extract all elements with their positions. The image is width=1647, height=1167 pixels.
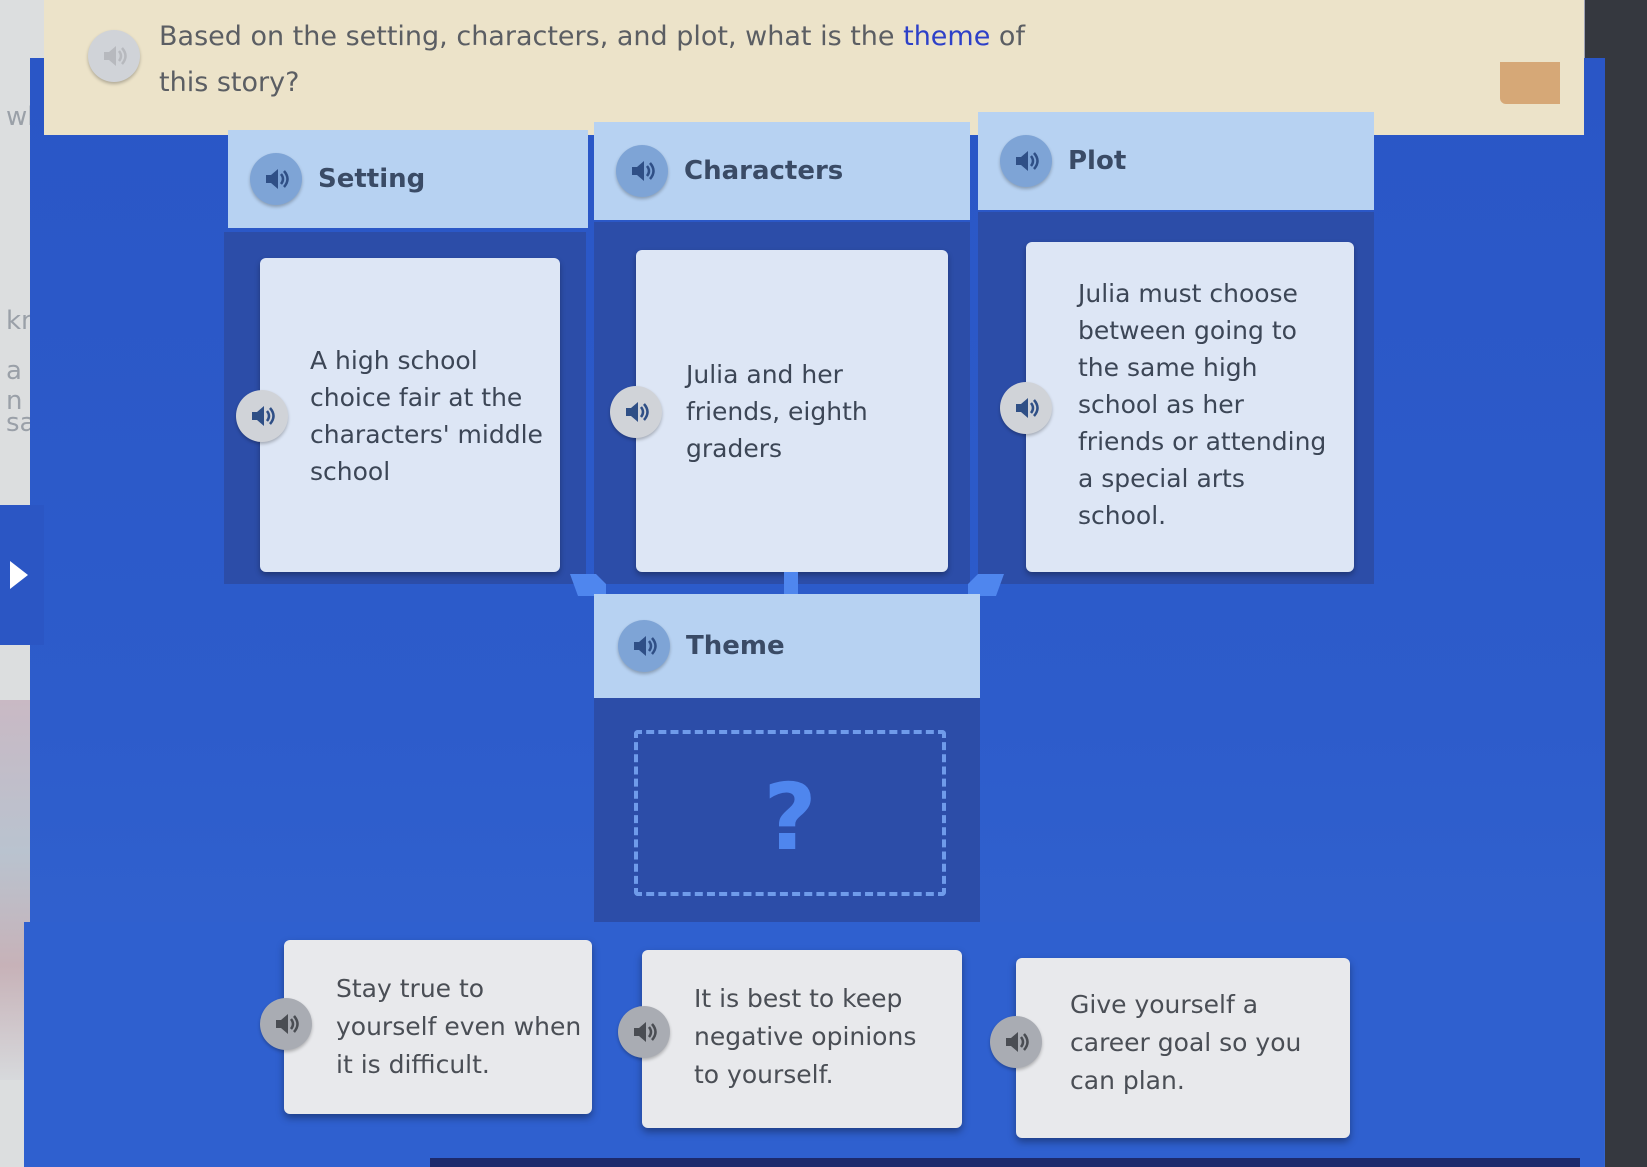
setting-card[interactable] (260, 258, 560, 572)
characters-card-speaker-button[interactable] (610, 386, 662, 438)
plot-card-speaker-button[interactable] (1000, 382, 1052, 434)
plot-card-text: Julia must choose between going to the s… (1078, 279, 1327, 530)
arrow-down-icon (570, 574, 606, 612)
answer-card-career-goal[interactable] (1016, 958, 1350, 1138)
speaker-icon (266, 169, 289, 189)
question-text: Based on the setting, characters, and pl… (159, 21, 1025, 98)
plot-header: Plot (978, 112, 1374, 210)
theme-speaker-button[interactable] (618, 620, 670, 672)
characters-card[interactable] (636, 250, 948, 572)
left-text-fragment: a n (6, 356, 23, 416)
expand-panel-button[interactable] (0, 505, 44, 645)
theme-drop-zone[interactable]: ? (634, 730, 946, 896)
arrow-down-icon (968, 574, 1004, 612)
setting-card-text: A high school choice fair at the charact… (310, 346, 543, 486)
answer-card-stay-true[interactable] (284, 940, 592, 1114)
speaker-icon (1006, 1032, 1029, 1052)
speaker-icon (632, 161, 655, 181)
speaker-icon (634, 636, 657, 656)
setting-header: Setting (228, 130, 588, 228)
speaker-icon (276, 1014, 299, 1034)
speaker-icon (252, 406, 275, 426)
speaker-icon (626, 402, 649, 422)
plot-label: Plot (1068, 146, 1127, 176)
characters-label: Characters (684, 156, 844, 186)
setting-label: Setting (318, 164, 426, 194)
setting-card-speaker-button[interactable] (236, 390, 288, 442)
theme-label: Theme (686, 631, 785, 661)
answer-card-keep-opinions[interactable] (642, 950, 962, 1128)
answer-2-speaker-button[interactable] (618, 1006, 670, 1058)
answer-1-speaker-button[interactable] (260, 998, 312, 1050)
theme-column-body (594, 698, 980, 926)
answer-3-text: Give yourself a career goal so you can p… (1070, 990, 1302, 1095)
corner-tab (1500, 62, 1560, 104)
setting-speaker-button[interactable] (250, 153, 302, 205)
speaker-icon (1016, 398, 1039, 418)
answer-3-speaker-button[interactable] (990, 1016, 1042, 1068)
speaker-icon (104, 46, 127, 66)
speaker-icon (1016, 151, 1039, 171)
plot-speaker-button[interactable] (1000, 135, 1052, 187)
speaker-icon (634, 1022, 657, 1042)
question-mark-placeholder: ? (763, 764, 817, 871)
characters-header: Characters (594, 122, 970, 220)
characters-card-text: Julia and her friends, eighth graders (686, 360, 868, 463)
plot-card[interactable] (1026, 242, 1354, 572)
answer-2-text: It is best to keep negative opinions to … (694, 984, 917, 1089)
characters-speaker-button[interactable] (616, 145, 668, 197)
theme-keyword-link[interactable]: theme (903, 21, 991, 52)
triangle-right-icon (10, 561, 28, 589)
question-speaker-button[interactable] (88, 30, 140, 82)
theme-header: Theme (594, 594, 980, 698)
answer-1-text: Stay true to yourself even when it is di… (336, 974, 582, 1079)
bottom-progress-strip (430, 1158, 1580, 1167)
